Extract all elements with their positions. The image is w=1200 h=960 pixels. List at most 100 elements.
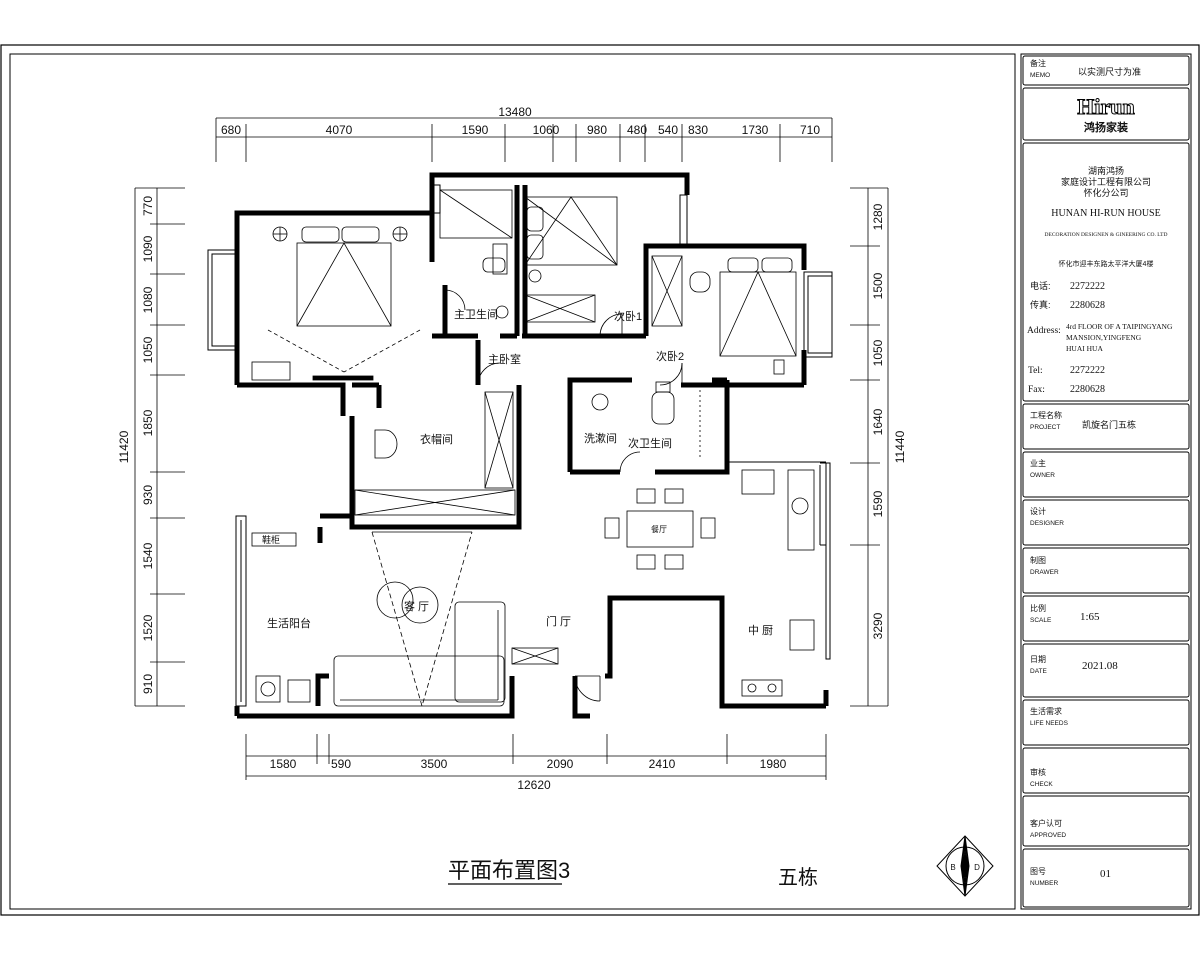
number-label: 图号: [1030, 867, 1046, 876]
room-label-bedroom1: 次卧1: [614, 309, 642, 323]
outer-border: [0, 44, 1200, 916]
dim-top-seg-6: 480: [627, 123, 647, 137]
compass-letter-b: B: [950, 863, 955, 872]
needs-sub: LIFE NEEDS: [1030, 720, 1069, 727]
dim-right-seg-5: 1590: [871, 490, 885, 517]
fax-label: 传真:: [1030, 299, 1051, 310]
logo-mark: Hirun: [1077, 94, 1134, 119]
room-label-dining: 餐厅: [651, 525, 667, 534]
address-en-3: HUAI HUA: [1066, 344, 1103, 353]
dim-bottom-seg-4: 2090: [547, 757, 574, 771]
fax-value: 2280628: [1070, 300, 1105, 311]
room-label-balcony: 生活阳台: [267, 616, 311, 630]
room-label-bedroom2: 次卧2: [656, 349, 684, 363]
dim-left-seg-8: 1520: [141, 614, 155, 641]
dim-left-seg-4: 1050: [141, 336, 155, 363]
company-cn-2: 家庭设计工程有限公司: [1061, 176, 1151, 187]
furniture: [251, 189, 815, 708]
approved-label: 客户认可: [1030, 818, 1062, 828]
project-label: 工程名称: [1030, 410, 1062, 420]
dim-right-seg-2: 1500: [871, 272, 885, 299]
date-label: 日期: [1030, 655, 1046, 664]
company-cn-1: 湖南鸿扬: [1088, 165, 1124, 176]
dim-right-seg-1: 1280: [871, 203, 885, 230]
room-label-wardrobe: 衣帽间: [420, 432, 453, 446]
number-value: 01: [1100, 868, 1111, 880]
designer-sub: DESIGNER: [1030, 520, 1064, 527]
drawing-title: 平面布置图3: [448, 858, 570, 883]
address-en-1: 4rd FLOOR OF A TAIPINGYANG: [1066, 322, 1173, 331]
room-label-master-bedroom: 主卧室: [488, 352, 521, 366]
thin-walls-windows: [207, 184, 833, 707]
company-cn-3: 怀化分公司: [1083, 187, 1128, 198]
memo-sub: MEMO: [1030, 72, 1050, 79]
company-en-2: DECORATION DESIGNEN & GINEERING CO. LTD: [1045, 232, 1168, 238]
walls: [234, 172, 829, 719]
dim-left-seg-1: 770: [141, 196, 155, 216]
dim-bottom-seg-5: 2410: [649, 757, 676, 771]
approved-sub: APPROVED: [1030, 832, 1066, 839]
dim-left-total: 11420: [117, 430, 131, 463]
dim-top-seg-9: 1730: [742, 123, 769, 137]
check-sub: CHECK: [1030, 781, 1053, 788]
needs-label: 生活需求: [1030, 706, 1062, 716]
dim-left-seg-6: 930: [141, 485, 155, 505]
dim-top-seg-10: 710: [800, 123, 820, 137]
address-en-2: MANSION,YINGFENG: [1066, 333, 1142, 342]
company-en-1: HUNAN HI-RUN HOUSE: [1051, 208, 1160, 219]
dim-bottom-seg-1: 1580: [270, 757, 297, 771]
hirun-logo: Hirun 鸿扬家装: [1077, 94, 1135, 135]
scale-label: 比例: [1030, 603, 1046, 613]
tel-en-label: Tel:: [1028, 366, 1043, 376]
scale-sub: SCALE: [1030, 617, 1052, 624]
memo-label: 备注: [1030, 58, 1046, 68]
fax-en-value: 2280628: [1070, 384, 1105, 395]
room-label-living: 客 厅: [404, 599, 429, 613]
room-label-master-bath: 主卫生间: [454, 307, 498, 321]
owner-label: 业主: [1030, 458, 1046, 468]
check-label: 审核: [1030, 767, 1046, 777]
dim-left-seg-3: 1080: [141, 286, 155, 313]
room-label-foyer: 门 厅: [546, 614, 571, 628]
dim-left-seg-5: 1850: [141, 409, 155, 436]
dim-left-seg-2: 1090: [141, 235, 155, 262]
dimension-lines: [134, 117, 889, 780]
dim-top-total: 13480: [498, 105, 532, 119]
label-shoe-cabinet: 鞋柜: [262, 534, 280, 545]
compass-letter-d: D: [974, 863, 980, 872]
dim-top-seg-5: 980: [587, 123, 607, 137]
compass-needle-icon: [960, 835, 970, 897]
project-value: 凯旋名门五栋: [1082, 419, 1136, 430]
project-sub: PROJECT: [1030, 424, 1060, 431]
dim-bottom-total: 12620: [517, 778, 551, 792]
dim-bottom-seg-3: 3500: [421, 757, 448, 771]
dim-left-seg-7: 1540: [141, 542, 155, 569]
drawer-sub: DRAWER: [1030, 569, 1059, 576]
drawer-label: 制图: [1030, 555, 1046, 565]
dim-bottom-seg-2: 590: [331, 757, 351, 771]
owner-sub: OWNER: [1030, 472, 1055, 479]
unit-label: 五栋: [778, 866, 818, 889]
room-label-guest-bath: 次卫生间: [628, 436, 672, 450]
address-label: Address:: [1027, 326, 1061, 336]
dim-bottom-seg-6: 1980: [760, 757, 787, 771]
room-label-laundry: 洗漱间: [584, 432, 617, 445]
dim-right-seg-6: 3290: [871, 612, 885, 639]
scale-value: 1:65: [1080, 611, 1100, 623]
compass-letter-a: A: [962, 850, 968, 859]
tel-label: 电话:: [1030, 280, 1051, 291]
dim-left-seg-9: 910: [141, 674, 155, 694]
compass-letter-c: C: [962, 876, 968, 885]
dim-top-seg-1: 680: [221, 123, 241, 137]
doors: [444, 289, 683, 702]
dim-top-seg-4: 1060: [533, 123, 560, 137]
company-address-cn: 怀化市迎丰东路太平洋大厦4楼: [1059, 259, 1154, 268]
dim-top-seg-8: 830: [688, 123, 708, 137]
logo-cn: 鸿扬家装: [1084, 120, 1128, 134]
date-sub: DATE: [1030, 668, 1048, 675]
number-sub: NUMBER: [1030, 880, 1058, 887]
dim-top-seg-7: 540: [658, 123, 678, 137]
tel-en-value: 2272222: [1070, 365, 1105, 376]
designer-label: 设计: [1030, 506, 1046, 516]
